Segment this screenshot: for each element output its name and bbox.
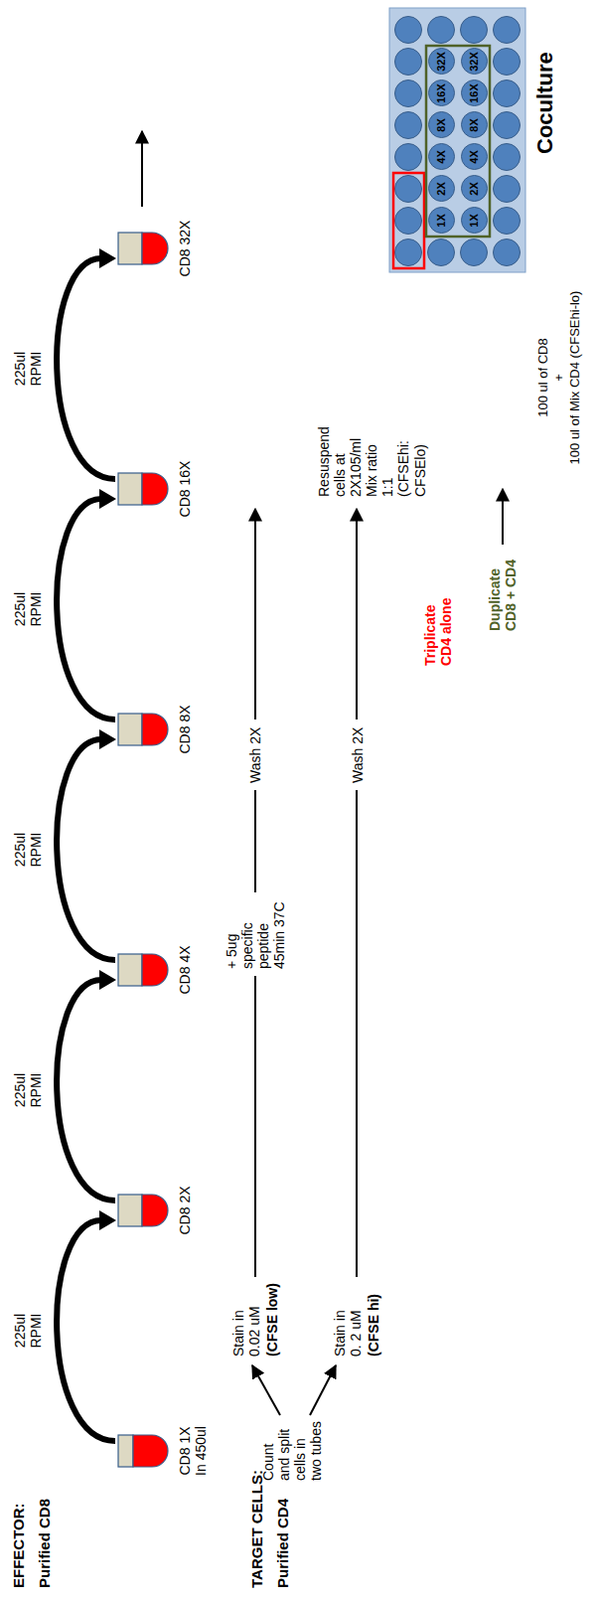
flow-line: [254, 789, 257, 893]
plate-note: +: [552, 268, 568, 487]
tube-label: CD8 32X: [176, 217, 193, 280]
section-heading: TARGET CELLS:: [248, 1469, 266, 1588]
well-node: 32X: [460, 48, 488, 76]
edge-label: 225ul RPMI: [11, 346, 44, 392]
flow-arrow: [355, 508, 358, 720]
tube-label: CD8 1X In 450ul: [176, 1419, 209, 1482]
flow-arrow: [501, 488, 504, 545]
well-node: 1X: [428, 207, 455, 235]
tube-node: CD8 1X In 450ul: [117, 1419, 209, 1482]
stain-note: Stain in 0. 2 uM: [331, 1300, 364, 1356]
tube-node: CD8 16X: [117, 457, 193, 520]
panel-title: Coculture: [532, 51, 558, 154]
section-heading: Purified CD4: [274, 1497, 292, 1588]
well-label: 2X: [467, 181, 480, 195]
well-node: 8X: [460, 112, 488, 140]
tube-node: CD8 8X: [117, 698, 193, 760]
step-note: Wash 2X: [349, 727, 366, 783]
group-note: Triplicate CD4 alone: [422, 591, 454, 666]
well-label: 8X: [435, 118, 448, 132]
flow-line: [254, 975, 257, 1277]
well-label: 16X: [467, 83, 480, 104]
tube-label: CD8 4X: [176, 938, 193, 1001]
well-label: 32X: [435, 51, 448, 72]
tube-label: CD8 2X: [176, 1179, 193, 1241]
section-heading: EFFECTOR:: [9, 1501, 27, 1588]
well-label: 4X: [467, 149, 480, 163]
duplicate-box: [426, 45, 490, 237]
well-node: 32X: [428, 48, 455, 76]
group-note: Duplicate CD8 + CD4: [486, 551, 519, 631]
flow-line: [355, 789, 358, 1277]
plate-note: 100 ul of Mix CD4 (CFSEhi-lo): [568, 268, 584, 487]
stain-name: (CFSE low): [264, 1282, 281, 1356]
well-node: 4X: [460, 144, 488, 171]
triplicate-box: [393, 172, 425, 269]
well-label: 1X: [467, 213, 480, 227]
well-node: 8X: [428, 112, 455, 140]
tube-node: CD8 4X: [117, 938, 193, 1001]
tube-icon: [117, 231, 169, 266]
split-arrow: [252, 1364, 281, 1415]
plate-wells: [395, 16, 521, 267]
step-note: Resuspend cells at 2X105/ml Mix ratio 1:…: [315, 423, 429, 497]
curved-arrow: [56, 248, 117, 479]
well-label: 2X: [435, 181, 448, 195]
flow-arrow: [254, 508, 257, 720]
edge-label: 225ul RPMI: [11, 1308, 44, 1353]
curved-arrow: [56, 1209, 117, 1441]
well-label: 16X: [435, 83, 448, 104]
edge-label: 225ul RPMI: [11, 587, 44, 632]
curved-arrow: [56, 969, 117, 1200]
step-note: Wash 2X: [247, 727, 264, 783]
tube-label: CD8 16X: [176, 457, 193, 520]
well-node: 2X: [460, 175, 488, 203]
edge-label: 225ul RPMI: [11, 1067, 44, 1113]
tube-icon: [117, 1193, 169, 1227]
tube-node: CD8 2X: [117, 1179, 193, 1241]
well-node: 2X: [428, 175, 455, 203]
step-note: Count and split cells in two tubes: [260, 1418, 324, 1481]
well-label: 4X: [435, 149, 448, 163]
tube-icon: [117, 712, 169, 747]
curved-arrow: [56, 488, 117, 720]
plate-note: 100 ul of CD8: [536, 268, 552, 487]
well-node: 4X: [428, 144, 455, 171]
section-heading: Purified CD8: [35, 1497, 53, 1588]
stain-name: (CFSE hi): [365, 1293, 382, 1356]
curved-arrow: [56, 729, 117, 960]
well-node: 16X: [460, 80, 488, 108]
edge-label: 225ul RPMI: [11, 827, 44, 873]
well-label: 1X: [435, 213, 448, 227]
tube-icon: [117, 1433, 169, 1468]
split-arrow: [309, 1364, 336, 1415]
well-node: 1X: [460, 207, 488, 235]
well-label: 8X: [467, 118, 480, 132]
tube-node: CD8 32X: [117, 217, 193, 280]
stain-note: Stain in 0.02 uM: [230, 1300, 263, 1356]
step-note: + 5ug specific peptide 45min 37C: [223, 896, 288, 969]
well-label: 32X: [467, 51, 480, 72]
culture-plate: [389, 7, 526, 273]
well-node: 16X: [428, 80, 455, 108]
flow-arrow: [141, 131, 144, 207]
tube-label: CD8 8X: [176, 698, 193, 760]
tube-icon: [117, 952, 169, 987]
tube-icon: [117, 471, 169, 506]
